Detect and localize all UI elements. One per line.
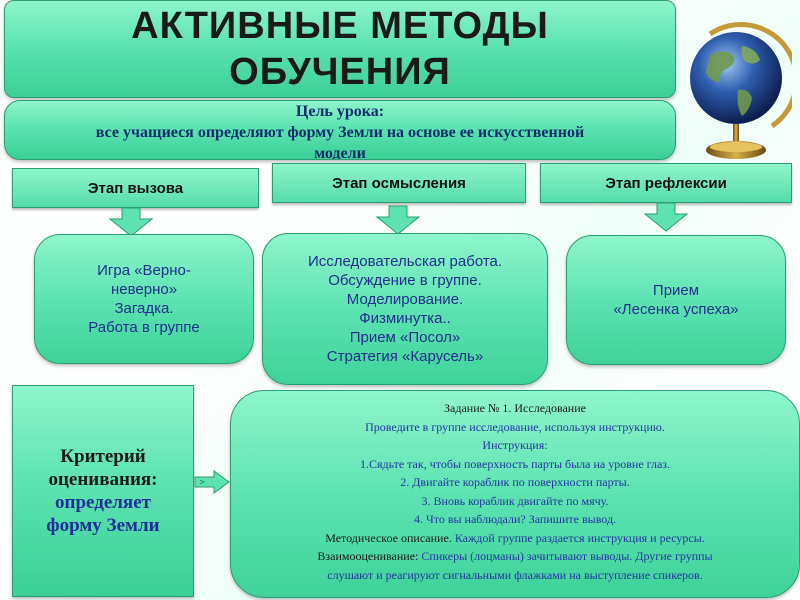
task-method-text: Каждой группе раздается инструкция и рес… xyxy=(452,531,705,545)
goal-label: Цель урока: xyxy=(23,101,657,122)
criteria-line-4: форму Земли xyxy=(46,514,159,537)
stage-content-line: неверно» xyxy=(111,280,177,299)
criteria-line-2: оценивания: xyxy=(48,468,157,491)
task-text: Задание № 1. Исследование Проведите в гр… xyxy=(241,399,789,584)
arrow-down-icon xyxy=(643,202,689,232)
lesson-goal: Цель урока: все учащиеся определяют форм… xyxy=(23,101,657,160)
globe-icon xyxy=(680,16,792,166)
stage-content-comprehension: Исследовательская работа. Обсуждение в г… xyxy=(262,233,548,385)
arrow-down-icon xyxy=(375,205,421,235)
task-step: 3. Вновь кораблик двигайте по мячу. xyxy=(241,492,789,511)
title-line-2: ОБУЧЕНИЯ xyxy=(229,49,451,95)
stage-content-call: Игра «Верно- неверно» Загадка. Работа в … xyxy=(34,234,254,364)
task-intro: Проведите в группе исследование, использ… xyxy=(241,418,789,437)
task-peer-text-2: слушают и реагируют сигнальными флажками… xyxy=(241,566,789,585)
stage-content-line: «Лесенка успеха» xyxy=(613,300,738,319)
page-title: АКТИВНЫЕ МЕТОДЫ ОБУЧЕНИЯ xyxy=(5,1,675,97)
stage-content-line: Работа в группе xyxy=(88,318,200,337)
task-step: 1.Сядьте так, чтобы поверхность парты бы… xyxy=(241,455,789,474)
title-line-1: АКТИВНЫЕ МЕТОДЫ xyxy=(131,3,549,49)
stage-header-comprehension: Этап осмысления xyxy=(272,163,526,203)
lesson-goal-box: Цель урока: все учащиеся определяют форм… xyxy=(4,100,676,160)
task-method: Методическое описание. Каждой группе раз… xyxy=(241,529,789,548)
task-box: Задание № 1. Исследование Проведите в гр… xyxy=(230,390,800,598)
title-banner: АКТИВНЫЕ МЕТОДЫ ОБУЧЕНИЯ xyxy=(4,0,676,98)
stage-header-call: Этап вызова xyxy=(12,168,259,208)
stage-content-line: Загадка. xyxy=(114,299,173,318)
task-peer-text-1: Спикеры (лоцманы) зачитывают выводы. Дру… xyxy=(418,549,712,563)
stage-content-line: Обсуждение в группе. xyxy=(328,271,482,290)
stage-header-label: Этап рефлексии xyxy=(605,175,727,192)
task-peer: Взаимооценивание: Спикеры (лоцманы) зачи… xyxy=(241,547,789,566)
stage-content-line: Игра «Верно- xyxy=(97,261,191,280)
criteria-line-3: определяет xyxy=(55,491,151,514)
task-step: 4. Что вы наблюдали? Запишите вывод. xyxy=(241,510,789,529)
task-heading: Задание № 1. Исследование xyxy=(241,399,789,418)
stage-content-reflection: Прием «Лесенка успеха» xyxy=(566,235,786,365)
stage-content-line: Исследовательская работа. xyxy=(308,252,502,271)
arrow-right-icon xyxy=(194,470,230,494)
stage-header-reflection: Этап рефлексии xyxy=(540,163,792,203)
stage-header-label: Этап осмысления xyxy=(332,175,466,192)
assessment-criteria-box: Критерий оценивания: определяет форму Зе… xyxy=(12,385,194,597)
stage-header-label: Этап вызова xyxy=(88,180,183,197)
goal-text-line-2: модели xyxy=(23,143,657,160)
task-step: 2. Двигайте кораблик по поверхности парт… xyxy=(241,473,789,492)
task-instruction-label: Инструкция: xyxy=(241,436,789,455)
task-method-label: Методическое описание. xyxy=(325,531,452,545)
stage-content-line: Прием «Посол» xyxy=(350,328,461,347)
goal-text-line-1: все учащиеся определяют форму Земли на о… xyxy=(23,122,657,143)
criteria-line-1: Критерий xyxy=(60,445,146,468)
stage-content-line: Физминутка.. xyxy=(359,309,451,328)
arrow-down-icon xyxy=(108,207,154,237)
stage-content-line: Моделирование. xyxy=(347,290,463,309)
stage-content-line: Прием xyxy=(653,281,699,300)
stage-content-line: Стратегия «Карусель» xyxy=(327,347,483,366)
task-peer-label: Взаимооценивание: xyxy=(317,549,418,563)
